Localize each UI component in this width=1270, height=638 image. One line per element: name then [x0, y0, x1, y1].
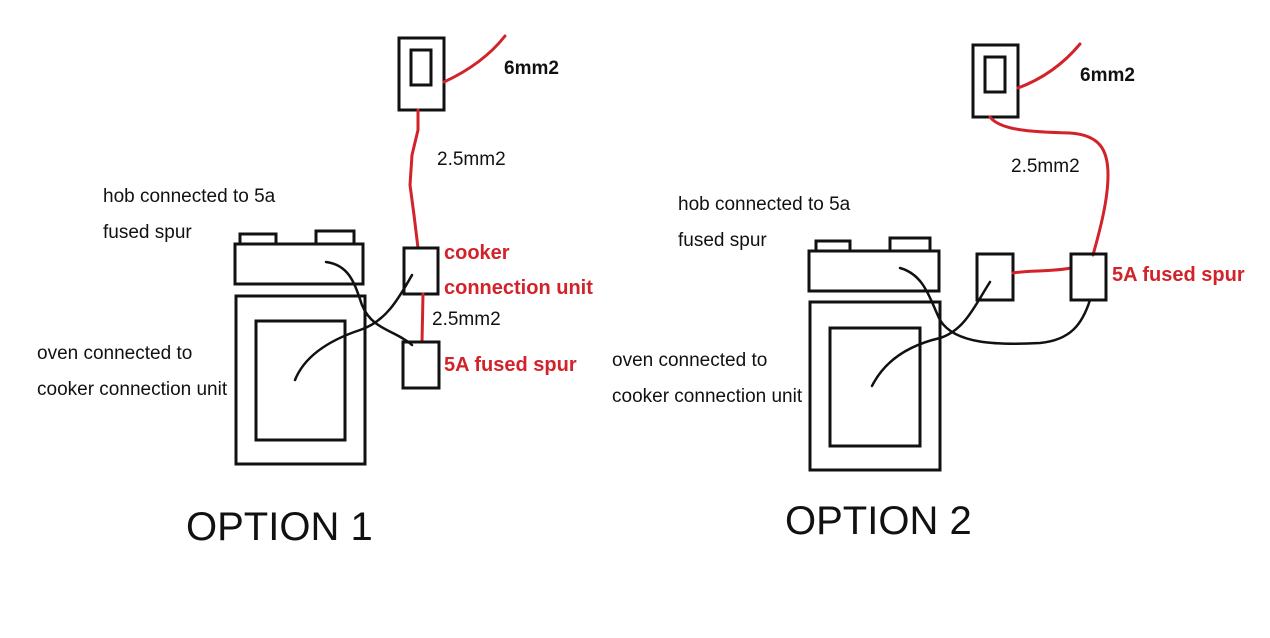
option2-oven-note-line2: cooker connection unit	[612, 386, 803, 407]
option2-diagram: 6mm2 2.5mm2 5A fused spur hob connected …	[612, 42, 1245, 543]
option2-oven-door	[828, 326, 922, 448]
option1-hob-note-line1: hob connected to 5a	[103, 186, 276, 207]
option1-hob-knob-left	[238, 232, 278, 246]
option1-cable-main-label: 6mm2	[504, 58, 559, 79]
option2-oven-flex	[870, 280, 992, 388]
option1-cable-lower-label: 2.5mm2	[432, 309, 501, 330]
option2-hob-flex	[898, 266, 1092, 346]
option1-supply-cable	[442, 34, 507, 84]
option1-hob-note-line2: fused spur	[103, 222, 192, 243]
option2-cooker-connection-unit	[975, 252, 1015, 302]
option2-hob	[807, 249, 941, 293]
option2-hob-knob-right	[888, 236, 932, 253]
option1-hob-flex	[324, 260, 414, 347]
option1-hob	[233, 242, 365, 286]
option1-lower-cable	[420, 292, 425, 344]
option1-oven-flex	[293, 273, 414, 382]
option1-upper-cable	[408, 108, 420, 250]
option2-cable-main-label: 6mm2	[1080, 65, 1135, 86]
option1-spur-label: 5A fused spur	[444, 354, 577, 376]
option1-oven-note-line1: oven connected to	[37, 343, 192, 364]
option2-supply-cable	[1016, 42, 1082, 90]
option2-upper-cable	[988, 115, 1110, 257]
option1-ccu-label-line1: cooker	[444, 242, 510, 264]
option2-hob-note-line2: fused spur	[678, 230, 767, 251]
option2-switch-rocker	[983, 55, 1007, 94]
option2-hob-knob-left	[814, 239, 852, 253]
option1-oven-door	[254, 319, 347, 442]
option1-diagram: 6mm2 2.5mm2 cooker connection unit 2.5mm…	[37, 34, 593, 549]
option1-oven-note-line2: cooker connection unit	[37, 379, 228, 400]
option2-cooker-switch	[971, 43, 1020, 119]
option2-fused-spur	[1069, 252, 1108, 302]
option2-oven	[808, 300, 942, 472]
option2-spur-label: 5A fused spur	[1112, 264, 1245, 286]
option1-cooker-switch	[397, 36, 446, 112]
option2-cable-upper-label: 2.5mm2	[1011, 156, 1080, 177]
option1-title: OPTION 1	[186, 505, 373, 549]
option1-ccu-label-line2: connection unit	[444, 277, 593, 299]
option1-oven	[234, 294, 367, 466]
option1-switch-rocker	[409, 48, 433, 87]
option2-oven-note-line1: oven connected to	[612, 350, 767, 371]
option1-cable-upper-label: 2.5mm2	[437, 149, 506, 170]
option1-fused-spur	[401, 340, 441, 390]
option1-cooker-connection-unit	[402, 246, 440, 296]
option2-title: OPTION 2	[785, 499, 972, 543]
option2-link-cable	[1011, 266, 1073, 275]
option1-hob-knob-right	[314, 229, 356, 246]
option2-hob-note-line1: hob connected to 5a	[678, 194, 851, 215]
